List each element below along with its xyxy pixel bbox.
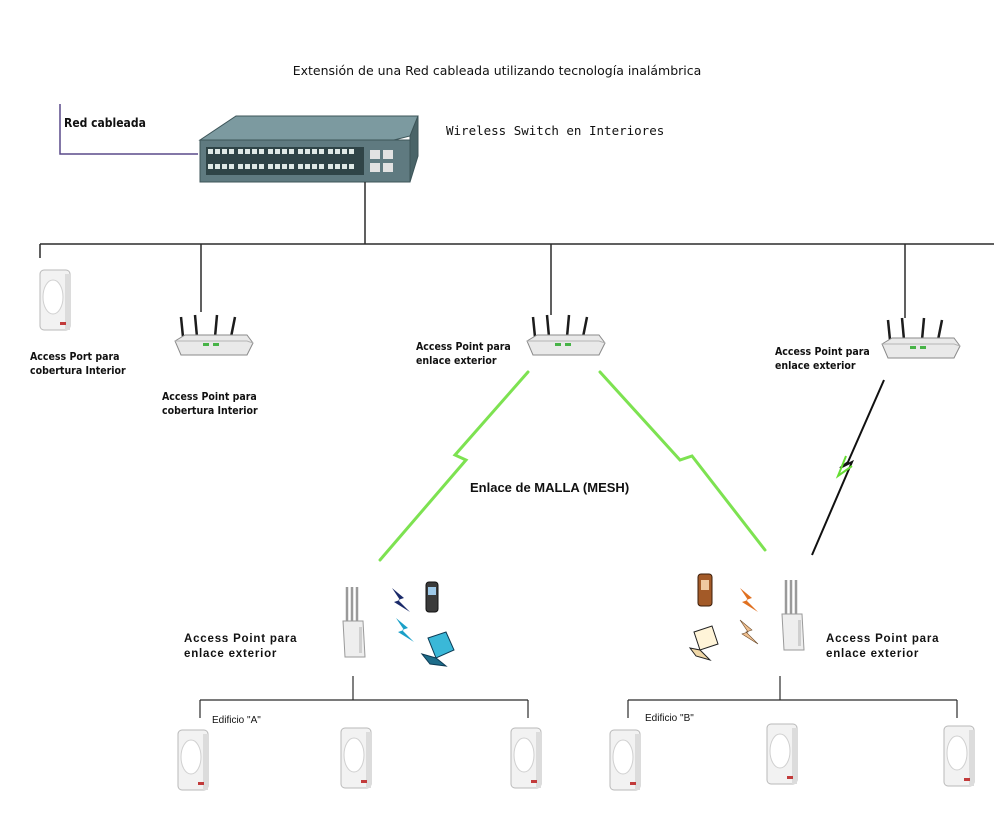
laptop-icon [688, 625, 719, 662]
wired-network-uplink [59, 104, 198, 155]
access-port-icon [943, 725, 975, 787]
laptop-icon [420, 631, 455, 667]
wired-backbone [39, 182, 994, 318]
access-port-icon [609, 729, 641, 791]
access-port-icon [39, 269, 71, 331]
lightning-icon [740, 588, 758, 612]
access-point-icon [880, 316, 962, 360]
lightning-icon [392, 588, 410, 612]
cell-phone-icon [425, 581, 439, 613]
switch-label: Wireless Switch en Interiores [446, 123, 665, 138]
link-far-right [811, 379, 885, 556]
diagram-title: Extensión de una Red cableada utilizando… [292, 63, 702, 78]
access-port-icon [340, 727, 372, 789]
building-a-label: Edificio "A" [212, 715, 261, 726]
cell-phone-icon [697, 573, 713, 607]
access-point-icon [525, 313, 607, 357]
mesh-link-right [598, 370, 767, 552]
access-port-icon [766, 723, 798, 785]
lightning-icon [396, 618, 414, 642]
building-a-wiring [199, 676, 529, 718]
access-point-icon [173, 313, 255, 357]
lightning-icon [739, 619, 759, 645]
mesh-link-label: Enlace de MALLA (MESH) [470, 480, 630, 495]
outdoor-access-point-icon [780, 578, 806, 652]
access-port-icon [177, 729, 209, 791]
mesh-link-left [378, 370, 530, 562]
wired-network-label: Red cableada [64, 116, 146, 130]
building-b-wiring [627, 676, 958, 718]
access-port-icon [510, 727, 542, 789]
building-b-label: Edificio "B" [645, 713, 694, 724]
switch-icon [198, 115, 419, 183]
outdoor-access-point-icon [341, 585, 367, 659]
